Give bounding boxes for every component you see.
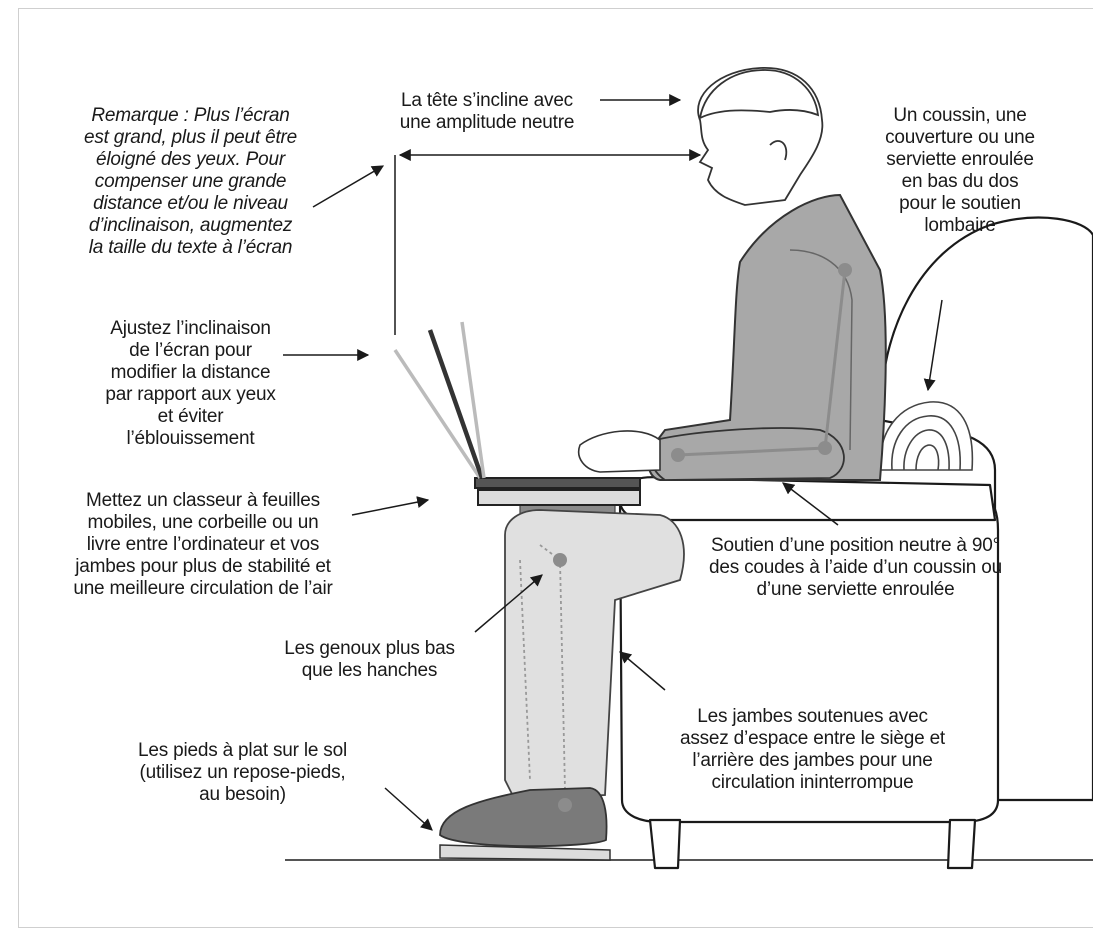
head-label: La tête s’incline avec une amplitude neu… (399, 90, 575, 133)
frame-border (18, 8, 1093, 928)
knees-label: Les genoux plus bas que les hanches (284, 638, 455, 681)
laptop (393, 321, 641, 506)
elbows-label: Soutien d’une position neutre à 90° des … (709, 535, 1002, 600)
legs-arrow (619, 651, 666, 691)
elbow-arrow (782, 482, 839, 526)
screen-tilt-front (460, 321, 486, 479)
head (697, 67, 824, 206)
chair-arm-front (618, 476, 997, 522)
legs (504, 509, 685, 801)
torso (647, 193, 887, 481)
feet-arrow (384, 787, 433, 831)
armchair (618, 216, 1093, 870)
hand (578, 430, 661, 473)
feet-label: Les pieds à plat sur le sol (utilisez un… (138, 740, 347, 805)
laptop-base (474, 477, 641, 489)
annotations (283, 94, 943, 831)
note-label: Remarque : Plus l’écran est grand, plus … (83, 105, 298, 258)
chair-leg-back (946, 818, 977, 870)
binder-label: Mettez un classeur à feuilles mobiles, u… (73, 490, 333, 599)
binder (477, 489, 641, 506)
screen-tilt-label: Ajustez l’inclinaison de l’écran pour mo… (105, 318, 276, 449)
footrest (439, 844, 611, 861)
screen-tilt-back (393, 349, 482, 479)
shoe (439, 787, 608, 848)
binder-arrow (351, 496, 430, 516)
shoe-footrest (439, 787, 611, 861)
screen-tilt-mid (427, 329, 485, 479)
knee-arrow (474, 574, 543, 633)
cushion-label: Un coussin, une couverture ou une servie… (885, 105, 1035, 236)
cushion-arrow (923, 299, 943, 392)
chair-leg-front (648, 818, 682, 870)
note-arrow (312, 165, 385, 208)
legs-label: Les jambes soutenues avec assez d’espace… (679, 706, 946, 793)
lumbar-cushion (879, 401, 974, 471)
chair-back (878, 216, 1093, 802)
